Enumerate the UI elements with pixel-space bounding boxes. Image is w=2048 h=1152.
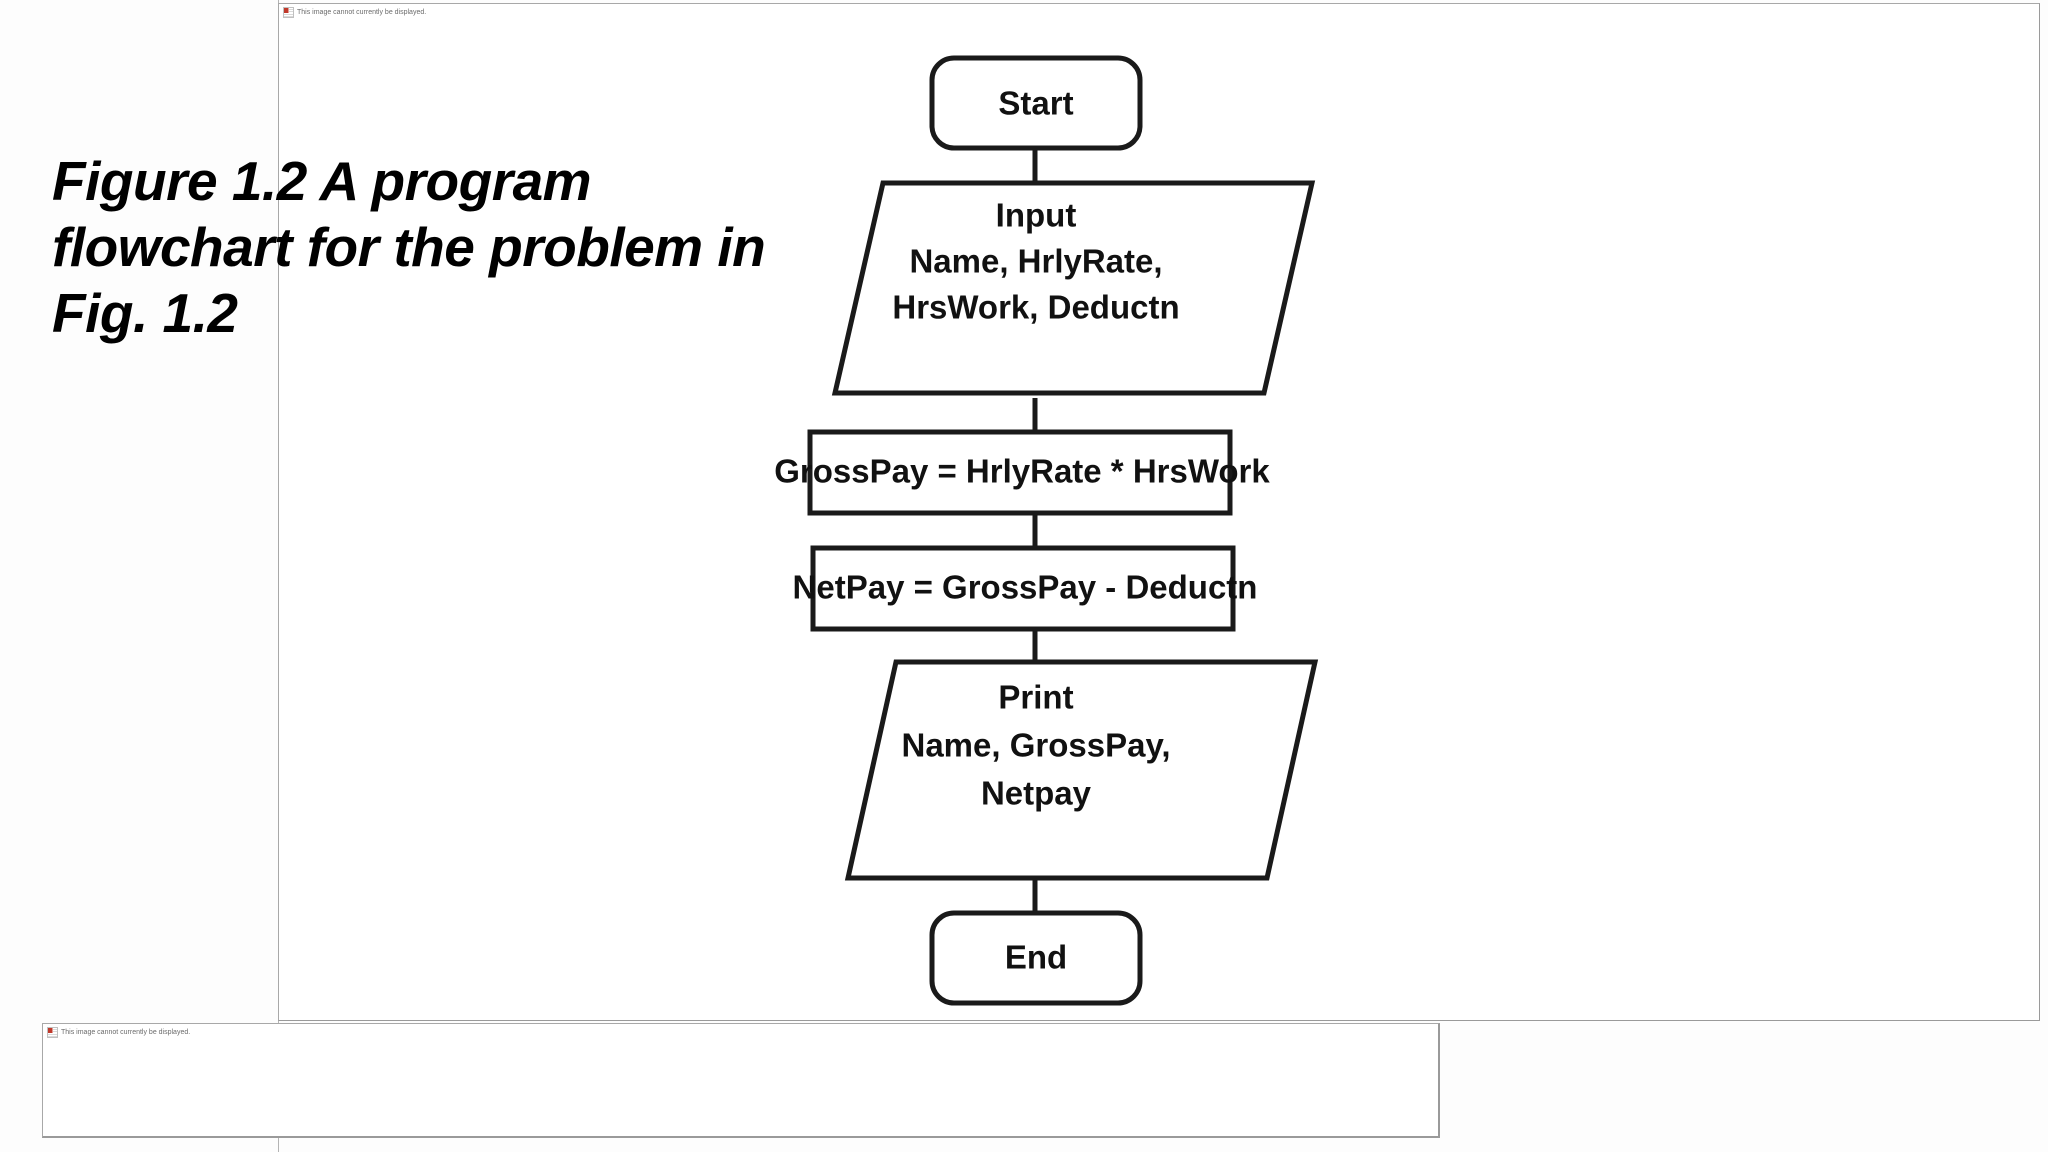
flow-node-netpay[interactable]: NetPay = GrossPay - Deductn	[793, 545, 1258, 632]
flow-node-input[interactable]: Input Name, HrlyRate, HrsWork, Deductn	[831, 180, 1316, 396]
flow-node-input-label-3: HrsWork, Deductn	[892, 289, 1179, 326]
flow-node-print[interactable]: Print Name, GrossPay, Netpay	[844, 659, 1319, 881]
placeholder-message-top: This image cannot currently be displayed…	[297, 9, 427, 16]
placeholder-message-bottom: This image cannot currently be displayed…	[61, 1029, 191, 1036]
flow-node-grosspay[interactable]: GrossPay = HrlyRate * HrsWork	[774, 429, 1270, 516]
flow-node-netpay-label: NetPay = GrossPay - Deductn	[793, 569, 1258, 606]
flow-node-end-label: End	[1005, 939, 1067, 976]
flow-node-input-label-1: Input	[996, 197, 1077, 234]
flow-node-print-label-2: Name, GrossPay,	[901, 727, 1170, 764]
broken-image-icon	[47, 1027, 58, 1038]
placeholder-note-bottom: This image cannot currently be displayed…	[47, 1027, 190, 1038]
placeholder-note-top: This image cannot currently be displayed…	[283, 7, 426, 18]
flow-node-end[interactable]: End	[929, 910, 1143, 1006]
flow-node-input-label-2: Name, HrlyRate,	[909, 243, 1162, 280]
flow-node-print-label-1: Print	[998, 679, 1073, 716]
broken-image-icon	[283, 7, 294, 18]
image-placeholder-bottom: This image cannot currently be displayed…	[42, 1023, 1440, 1138]
flow-node-start-label: Start	[998, 85, 1073, 122]
flow-node-print-label-3: Netpay	[981, 775, 1092, 812]
flow-node-grosspay-label: GrossPay = HrlyRate * HrsWork	[774, 453, 1270, 490]
figure-caption: Figure 1.2 A program flowchart for the p…	[52, 150, 766, 344]
flow-node-start[interactable]: Start	[929, 55, 1143, 151]
program-flowchart: Start Input Name, HrlyRate, HrsWork, Ded…	[700, 0, 1400, 1020]
